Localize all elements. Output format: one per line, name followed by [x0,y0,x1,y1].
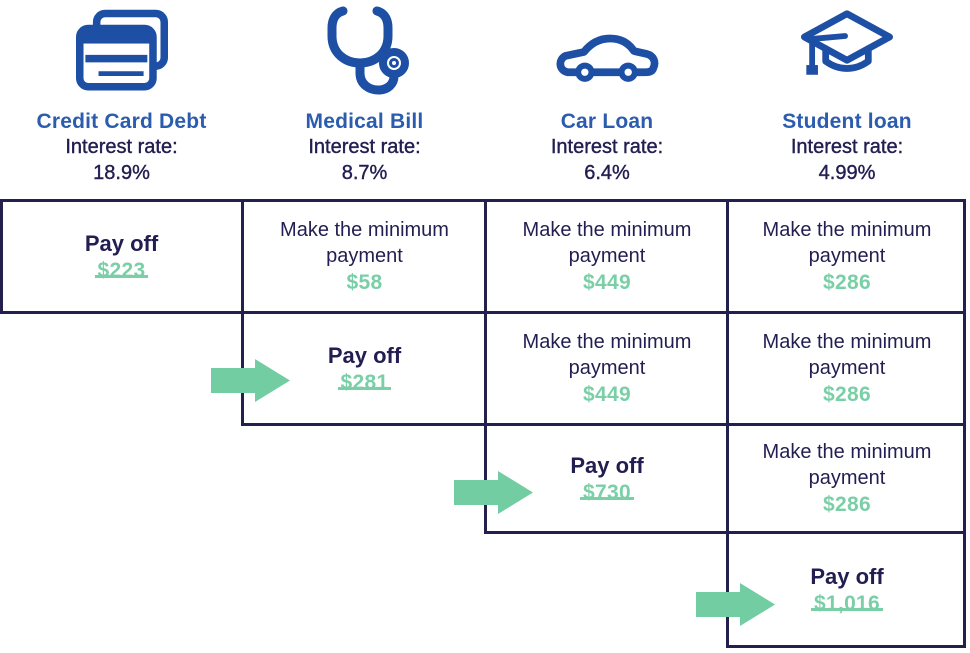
grid-vline-3 [484,199,487,534]
interest-rate-label: Interest rate: [790,136,904,158]
grid-hline-1 [0,199,966,202]
amount-value: $449 [583,271,631,294]
payoff-arrow-icon [454,471,533,514]
minimum-payment-label: Make the minimum payment [280,219,449,267]
car-icon [556,34,659,82]
minimum-payment-label: Make the minimum payment [522,219,692,267]
cell-row1-col4: Make the minimum payment $286 [734,202,960,311]
cell-row1-col2: Make the minimum payment $58 [249,202,480,311]
grid-hline-2 [0,311,966,314]
payoff-arrow-icon [696,583,775,626]
credit-card-icon [75,9,168,91]
interest-rate-label: Interest rate: [550,136,664,158]
debt-title: Medical Bill [305,110,424,133]
pay-off-label: Pay off [84,230,159,256]
grid-hline-3 [242,423,966,426]
interest-rate-label: Interest rate: [308,136,421,158]
amount-value: $286 [823,493,871,516]
debt-icon-box [70,0,174,104]
pay-off-label: Pay off [327,342,402,368]
interest-rate-value: 8.7% [341,162,388,184]
grid-vline-2 [241,199,244,426]
grid-hline-5 [727,645,966,648]
amount-value: $223 [94,258,149,282]
minimum-payment-label: Make the minimum payment [762,441,932,489]
grid-vline-5 [963,199,966,648]
stethoscope-icon [327,6,409,95]
grid-hline-4 [485,531,966,534]
pay-off-label: Pay off [570,452,644,478]
graduation-cap-icon [801,10,893,75]
cell-row2-col4: Make the minimum payment $286 [734,314,960,423]
debt-icon-box [798,0,896,104]
amount-value: $1,016 [810,591,884,615]
interest-rate-value: 18.9% [93,162,150,184]
cell-row3-col3: Pay off$730 [492,426,722,531]
amount-value: $730 [580,480,634,504]
debt-icon-box [554,0,660,104]
amount-value: $286 [823,383,871,406]
cell-row4-col4: Pay off$1,016 [734,534,960,645]
interest-rate-value: 4.99% [818,162,876,184]
cell-row3-col4: Make the minimum payment $286 [734,426,960,531]
minimum-payment-label: Make the minimum payment [522,331,692,379]
debt-icon-box [315,0,415,104]
grid-vline-4 [726,199,729,648]
grid-vline-1 [0,199,3,314]
interest-rate-label: Interest rate: [65,136,178,158]
debt-title: Credit Card Debt [36,110,207,133]
minimum-payment-label: Make the minimum payment [762,331,932,379]
cell-row1-col1: Pay off$223 [6,202,237,311]
debt-title: Car Loan [560,110,654,133]
amount-value: $286 [823,271,871,294]
payoff-arrow-icon [211,359,290,402]
minimum-payment-label: Make the minimum payment [762,219,932,267]
pay-off-label: Pay off [810,563,884,589]
amount-value: $281 [337,370,392,394]
cell-row2-col2: Pay off$281 [249,314,480,423]
cell-row2-col3: Make the minimum payment $449 [492,314,722,423]
amount-value: $58 [346,271,383,294]
debt-title: Student loan [782,110,912,133]
interest-rate-value: 6.4% [584,162,630,184]
cell-row1-col3: Make the minimum payment $449 [492,202,722,311]
amount-value: $449 [583,383,631,406]
